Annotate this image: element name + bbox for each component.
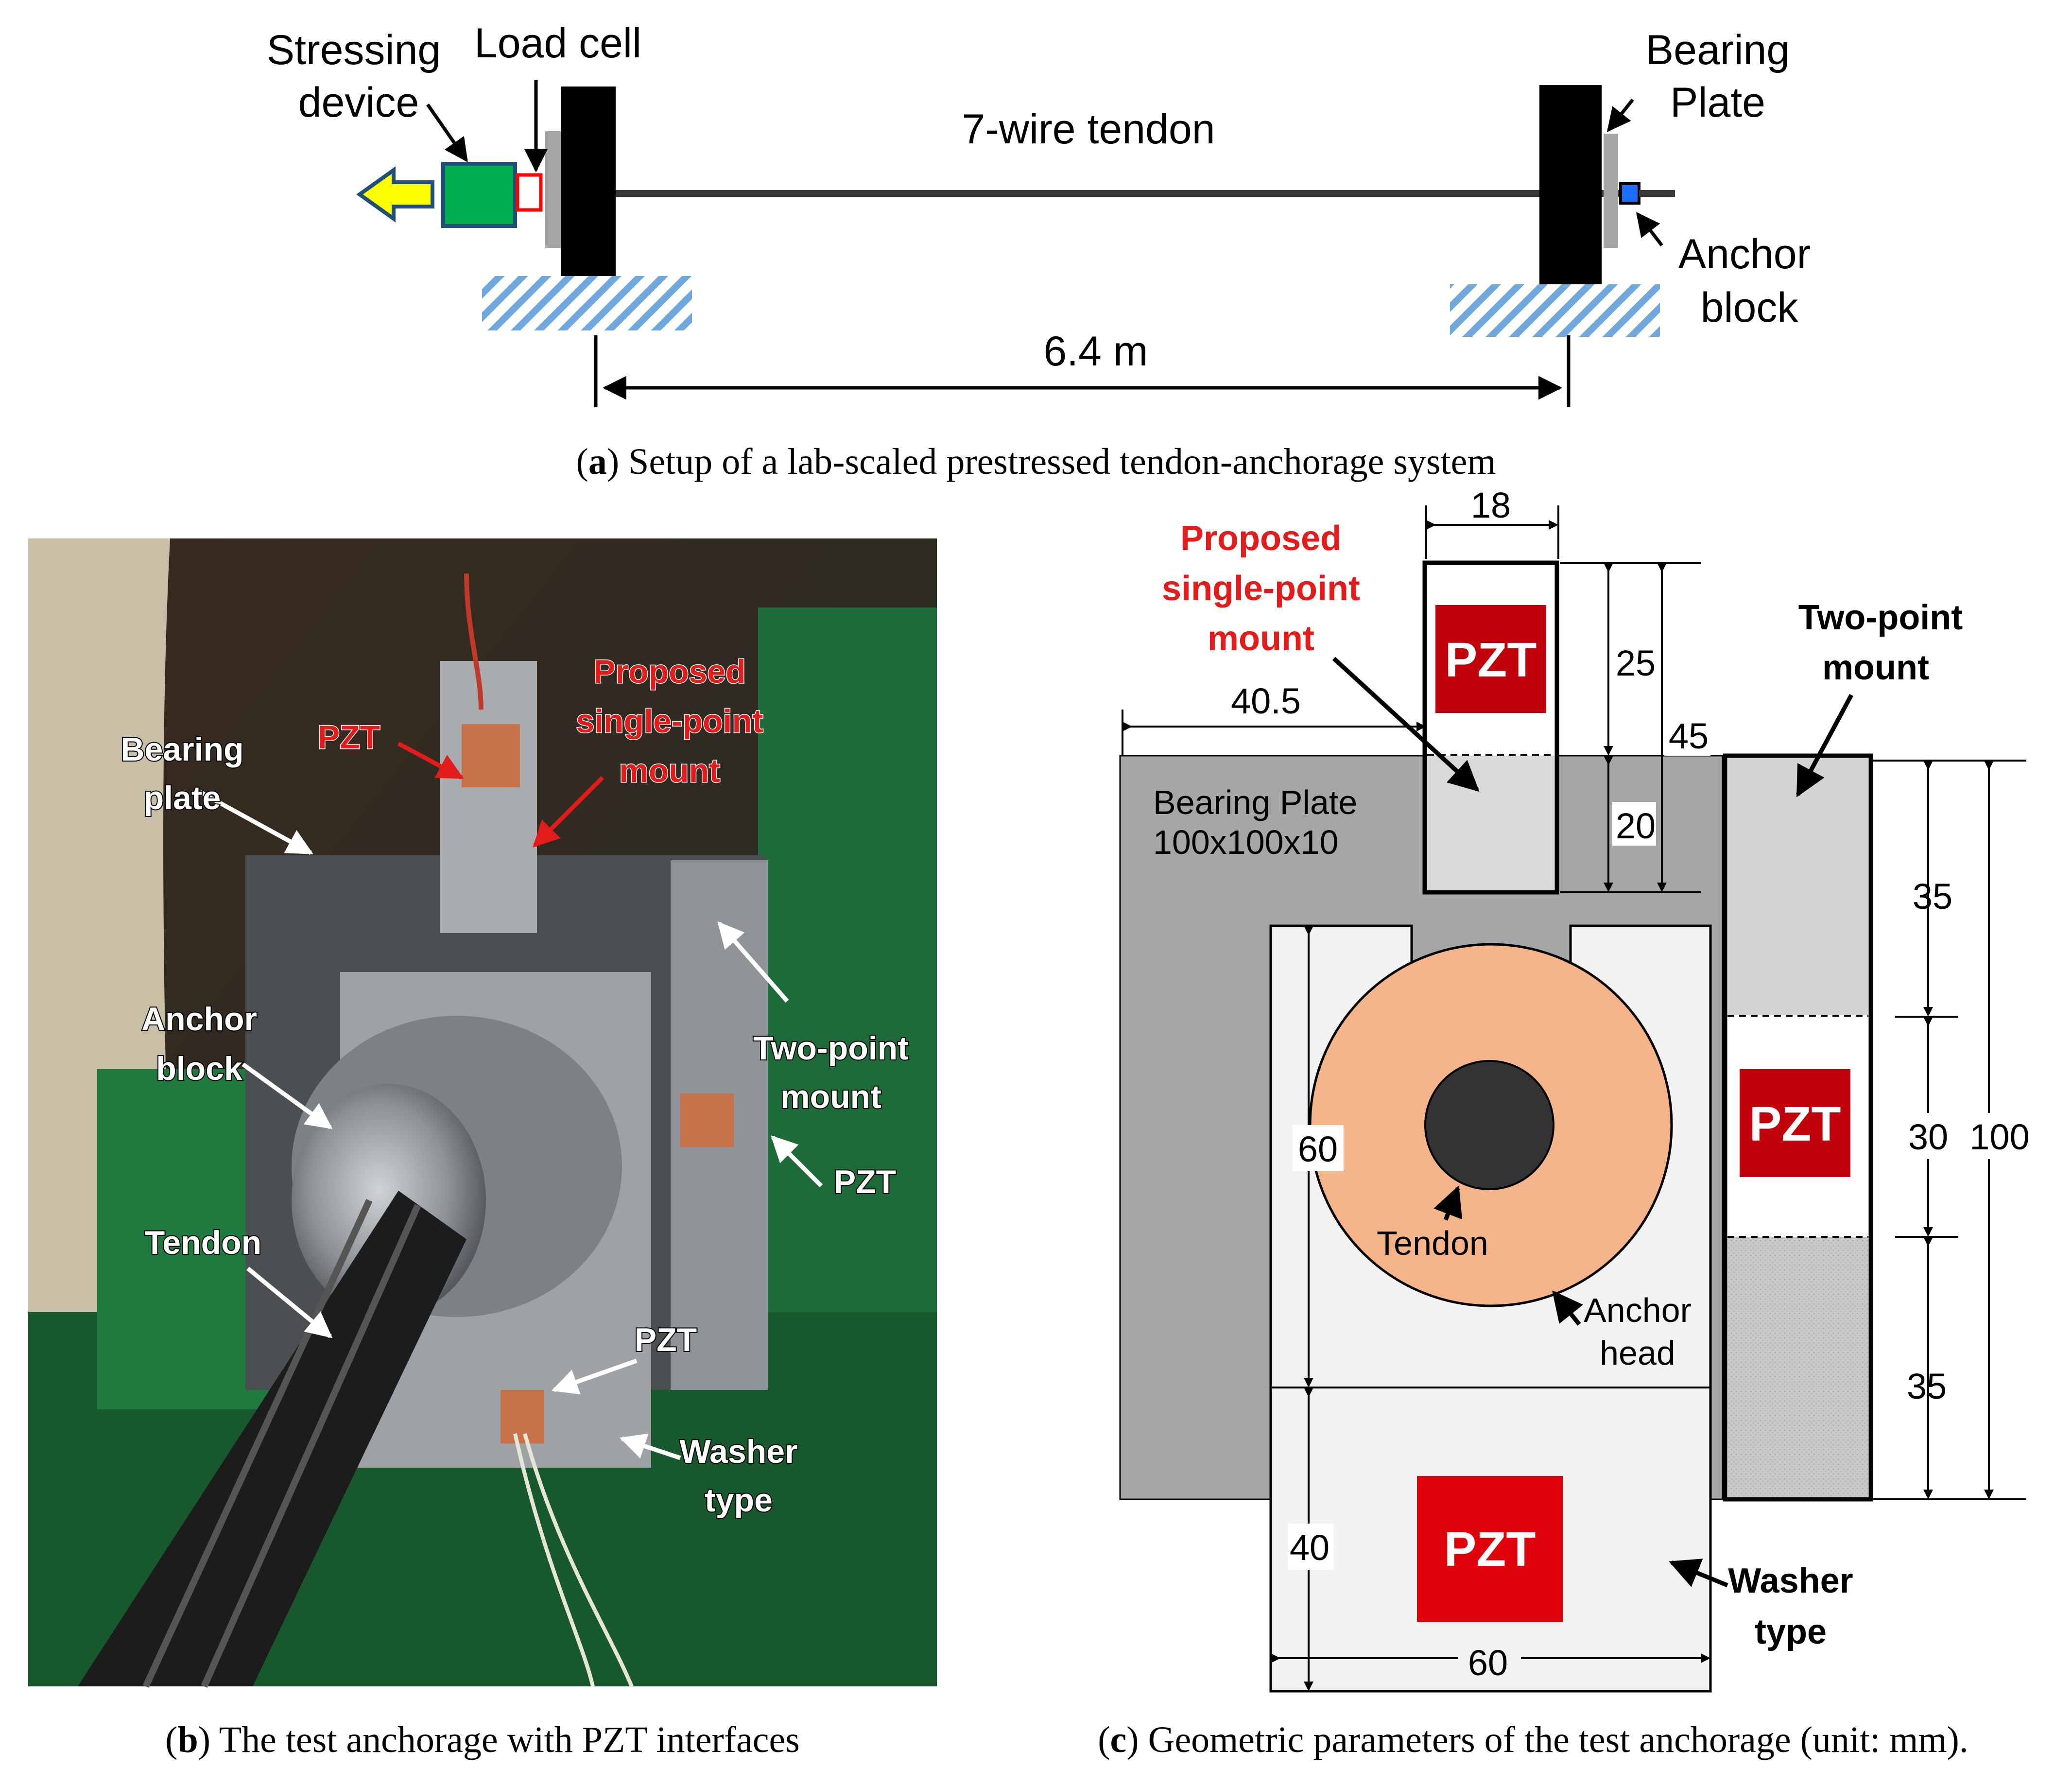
photo-label-two-point-2: mount (780, 1078, 881, 1115)
dim-30: 30 (1908, 1117, 1948, 1157)
label-bearing-plate-1: Bearing (1646, 27, 1790, 73)
white-wires (513, 1433, 634, 1687)
photo-label-washer-2: type (705, 1482, 773, 1519)
label-bearing-plate-c-1: Bearing Plate (1153, 783, 1357, 821)
right-bearing-plate (1604, 134, 1618, 248)
photo-label-proposed-1: Proposed (593, 653, 746, 690)
panel-c-geometry: 18 40.5 25 20 45 35 30 100 35 60 40 60 B… (1098, 484, 2030, 1760)
single-point-mount-photo (440, 661, 537, 933)
pzt-washer-label: PZT (1444, 1522, 1536, 1577)
photo-arrows (199, 742, 823, 1460)
label-tendon-c: Tendon (1377, 1224, 1488, 1262)
label-proposed-c-1: Proposed (1180, 519, 1342, 558)
dim-35-top: 35 (1913, 876, 1952, 917)
dim-60-horiz-bg (1458, 1640, 1521, 1684)
photo-label-pzt-right: PZT (834, 1163, 896, 1200)
photo-label-anchor-block-1: Anchor (141, 1001, 257, 1038)
photo-label-pzt-top: PZT (318, 719, 380, 756)
dim-25-bg (1612, 637, 1656, 680)
dim-60-vert-bg (1293, 1125, 1344, 1171)
pzt-top-photo (462, 724, 520, 787)
photo-label-bearing-plate-2: plate (144, 780, 221, 816)
label-two-point-c-1: Two-point (1798, 598, 1963, 637)
green-frame-right (758, 607, 937, 1336)
label-span: 6.4 m (1043, 328, 1148, 375)
dim-40-vert-bg (1288, 1524, 1334, 1570)
label-proposed-c-3: mount (1208, 619, 1314, 658)
panel-b-photo: Bearing plate Anchor block Two-point mou… (28, 538, 937, 1760)
pzt-two-point-label: PZT (1749, 1097, 1841, 1151)
load-cell (516, 173, 543, 212)
label-two-point-c-2: mount (1822, 648, 1929, 687)
panel-a-setup-diagram: Stressing device Load cell 7-wire tendon… (267, 20, 1811, 482)
label-anchor-block-1: Anchor (1678, 231, 1811, 277)
dim-45-bg (1664, 712, 1710, 756)
pzt-single-point (1435, 605, 1546, 713)
photo-label-tendon: Tendon (145, 1224, 261, 1261)
dim-100: 100 (1969, 1117, 2029, 1157)
stressing-direction-arrow (356, 166, 434, 223)
photo-label-proposed-2: single-point (576, 703, 763, 740)
right-anchor-support (1539, 85, 1602, 284)
label-7-wire-tendon: 7-wire tendon (962, 106, 1215, 153)
label-washer-c-1: Washer (1728, 1561, 1853, 1600)
two-point-top-section (1727, 758, 1868, 1015)
dim-20-bg (1612, 802, 1656, 846)
left-bearing-plate (545, 131, 561, 248)
photo-label-two-point-1: Two-point (753, 1030, 909, 1067)
left-ground-hatch (482, 276, 692, 330)
label-bearing-plate-2: Plate (1670, 79, 1765, 126)
label-bearing-plate-c-2: 100x100x10 (1153, 823, 1338, 861)
photo-label-bearing-plate-1: Bearing (121, 731, 243, 768)
caption-b: (b) The test anchorage with PZT interfac… (165, 1719, 800, 1760)
leader-lines-c (1332, 657, 1853, 1588)
dim-25: 25 (1616, 643, 1656, 683)
caption-a: (a) Setup of a lab-scaled prestressed te… (576, 441, 1496, 482)
photo-label-anchor-block-2: block (156, 1050, 242, 1087)
label-anchor-block-2: block (1701, 284, 1799, 331)
dim-18: 18 (1471, 485, 1511, 525)
dim-45: 45 (1669, 716, 1709, 756)
left-anchor-support (561, 87, 616, 276)
label-anchor-head-1: Anchor (1584, 1291, 1692, 1329)
anchor-block (1619, 182, 1640, 205)
pzt-single-point-label: PZT (1445, 633, 1537, 687)
caption-c: (c) Geometric parameters of the test anc… (1098, 1719, 1968, 1760)
photo-label-pzt-bottom: PZT (635, 1321, 697, 1358)
pzt-right-photo (680, 1093, 734, 1147)
right-ground-hatch (1450, 284, 1660, 337)
tendon-tail (1639, 190, 1671, 197)
dim-60-horiz: 60 (1468, 1643, 1508, 1683)
stressing-device (441, 162, 517, 228)
photo-label-washer-1: Washer (679, 1433, 797, 1470)
label-stressing-device-2: device (298, 79, 419, 126)
pzt-two-point (1740, 1069, 1850, 1177)
dim-30-bg (1904, 1113, 2025, 1159)
dim-20: 20 (1616, 806, 1656, 846)
photo-label-proposed-3: mount (619, 752, 720, 789)
dim-60-vert: 60 (1298, 1129, 1338, 1169)
tendon-strands-highlight (142, 1199, 421, 1688)
pzt-bottom-photo (501, 1390, 544, 1443)
dim-35-bottom: 35 (1907, 1366, 1947, 1406)
label-stressing-device-1: Stressing (267, 27, 441, 73)
label-proposed-c-2: single-point (1162, 569, 1360, 608)
two-point-bottom-section (1727, 1237, 1868, 1497)
single-point-mount-lower (1427, 756, 1554, 890)
red-wire (464, 573, 483, 710)
dim-18-bg (1468, 484, 1516, 522)
label-washer-c-2: type (1755, 1613, 1827, 1651)
label-anchor-head-2: head (1600, 1334, 1675, 1372)
tendon-line (616, 190, 1675, 197)
pzt-washer (1417, 1476, 1563, 1622)
leader-lines-a (426, 80, 1663, 247)
label-load-cell: Load cell (474, 20, 641, 67)
span-dimension (594, 335, 1571, 407)
tendon-c (1424, 1060, 1554, 1190)
dim-40-vert: 40 (1290, 1527, 1330, 1568)
dim-40-5: 40.5 (1231, 681, 1301, 721)
